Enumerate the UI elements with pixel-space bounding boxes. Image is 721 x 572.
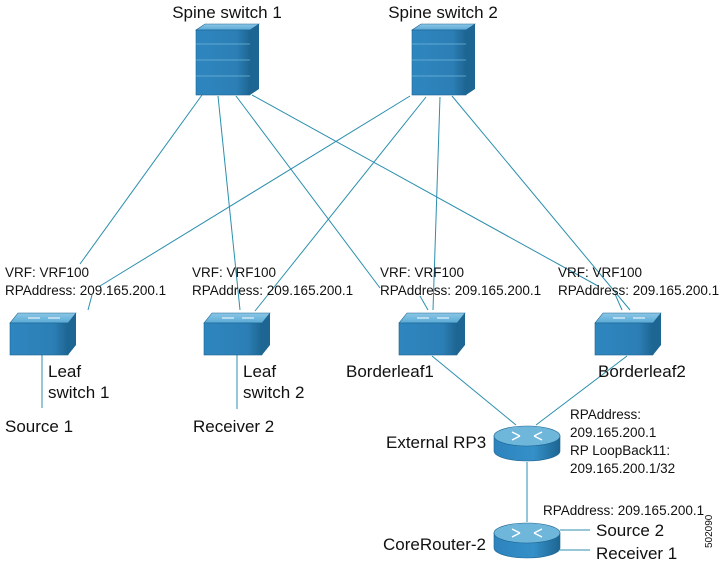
- borderleaf-2-vrf-label: VRF: VRF100: [558, 265, 642, 280]
- link-spine2-leaf2: [254, 96, 427, 312]
- source-1-label: Source 1: [5, 417, 73, 436]
- link-borderleaf2-stub: [614, 293, 623, 311]
- router-icon: [493, 425, 561, 462]
- leaf-2-vrf-label: VRF: VRF100: [192, 265, 276, 280]
- link-borderleaf2-rp3: [535, 355, 628, 426]
- link-spine1-leaf2: [217, 95, 241, 311]
- borderleaf-2-name: Borderleaf2: [598, 362, 686, 381]
- borderleaf-1-vrf-label: VRF: VRF100: [380, 265, 464, 280]
- receiver-1-label: Receiver 1: [596, 544, 677, 563]
- spine-switch-icon: [195, 23, 260, 96]
- borderleaf-1: VRF: VRF100 RPAddress: 209.165.200.1 Bor…: [346, 265, 541, 381]
- core-router-rp-label: RPAddress: 209.165.200.1: [543, 503, 704, 518]
- leaf-1-rp-label: RPAddress: 209.165.200.1: [5, 283, 166, 298]
- leaf-switch-1: VRF: VRF100 RPAddress: 209.165.200.1 Lea…: [5, 265, 166, 436]
- leaf-switch-2: VRF: VRF100 RPAddress: 209.165.200.1 Lea…: [192, 265, 353, 436]
- borderleaf-2: VRF: VRF100 RPAddress: 209.165.200.1 Bor…: [558, 265, 719, 381]
- external-rp3-info-2: 209.165.200.1: [570, 425, 656, 440]
- link-spine2-leaf1: [99, 95, 411, 287]
- borderleaf-2-rp-label: RPAddress: 209.165.200.1: [558, 283, 719, 298]
- external-rp3-info-4: 209.165.200.1/32: [570, 461, 675, 476]
- link-borderleaf1-rp3: [431, 355, 517, 426]
- link-spine2-borderleaf2: [451, 95, 631, 311]
- link-spine2-borderleaf1: [432, 96, 441, 311]
- receiver-2-label: Receiver 2: [193, 417, 274, 436]
- spine-switch-1: Spine switch 1: [172, 3, 282, 96]
- leaf-switch-icon: [9, 312, 77, 356]
- spine-switch-icon: [411, 23, 476, 96]
- leaf-1-name-line2: switch 1: [48, 383, 109, 402]
- leaf-2-rp-label: RPAddress: 209.165.200.1: [192, 283, 353, 298]
- link-spine1-borderleaf2: [251, 94, 599, 287]
- leaf-2-name-line2: switch 2: [243, 383, 304, 402]
- leaf-switch-icon: [398, 312, 466, 356]
- leaf-1-name-line1: Leaf: [48, 362, 81, 381]
- leaf-1-vrf-label: VRF: VRF100: [5, 265, 89, 280]
- link-leaf1-stub: [87, 294, 93, 311]
- borderleaf-1-name: Borderleaf1: [346, 362, 434, 381]
- router-icon: [493, 522, 561, 559]
- link-spine1-leaf1: [79, 94, 203, 265]
- spine-switch-1-label: Spine switch 1: [172, 3, 282, 22]
- core-router-2: RPAddress: 209.165.200.1 CoreRouter-2 So…: [383, 503, 704, 563]
- link-borderleaf1-stub: [419, 295, 429, 311]
- external-rp3-info-3: RP LoopBack11:: [570, 443, 670, 458]
- leaf-2-name-line1: Leaf: [243, 362, 276, 381]
- link-spine1-borderleaf1: [235, 95, 381, 289]
- external-rp3: External RP3 RPAddress: 209.165.200.1 RP…: [386, 407, 675, 476]
- links: [41, 94, 631, 551]
- leaf-switch-icon: [594, 312, 662, 356]
- spine-switch-2: Spine switch 2: [388, 3, 498, 96]
- external-rp3-label: External RP3: [386, 433, 486, 452]
- leaf-switch-icon: [203, 312, 271, 356]
- borderleaf-1-rp-label: RPAddress: 209.165.200.1: [380, 283, 541, 298]
- spine-switch-2-label: Spine switch 2: [388, 3, 498, 22]
- figure-id: 502090: [704, 514, 715, 548]
- source-2-label: Source 2: [596, 521, 664, 540]
- core-router-label: CoreRouter-2: [383, 535, 486, 554]
- external-rp3-info-1: RPAddress:: [570, 407, 641, 422]
